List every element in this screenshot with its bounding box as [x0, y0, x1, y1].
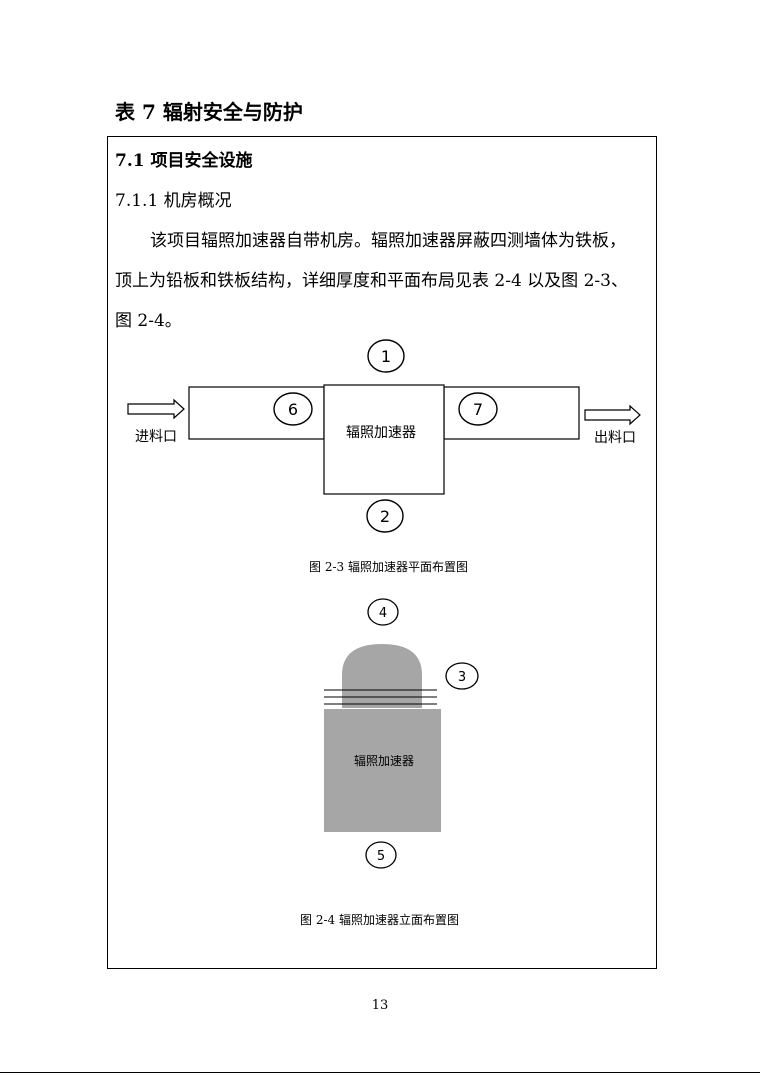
outlet-arrow-icon: [584, 404, 641, 426]
svg-text:3: 3: [458, 670, 466, 685]
inlet-arrow-icon: [127, 398, 185, 420]
accelerator-body-label: 辐照加速器: [354, 753, 414, 768]
section-heading: 7.1 项目安全设施: [115, 151, 253, 171]
svg-text:7: 7: [473, 400, 483, 419]
marker-2: 2: [366, 499, 404, 533]
accelerator-body: [324, 709, 441, 832]
accelerator-block: [323, 384, 445, 495]
marker-7: 7: [458, 392, 498, 426]
outlet-label: 出料口: [594, 430, 636, 446]
marker-6: 6: [273, 392, 313, 426]
paragraph-line-2: 顶上为铅板和铁板结构，详细厚度和平面布局见表 2-4 以及图 2-3、: [115, 271, 628, 291]
svg-text:1: 1: [381, 347, 391, 366]
inlet-label: 进料口: [135, 429, 177, 445]
page-number: 13: [371, 998, 389, 1013]
accelerator-label: 辐照加速器: [346, 425, 416, 441]
figure-2-4-caption: 图 2-4 辐照加速器立面布置图: [300, 913, 459, 927]
plan-layout-diagram: 1 辐照加速器 6 7 进料口 出料口 2: [127, 339, 641, 533]
marker-5: 5: [365, 841, 397, 869]
marker-3: 3: [445, 662, 479, 690]
svg-text:4: 4: [379, 606, 387, 621]
paragraph-line-3: 图 2-4。: [115, 311, 182, 331]
content-frame: [107, 136, 657, 969]
svg-text:5: 5: [377, 849, 385, 864]
svg-text:6: 6: [288, 400, 298, 419]
paragraph-line-1: 该项目辐照加速器自带机房。辐照加速器屏蔽四测墙体为铁板，: [150, 231, 626, 251]
svg-text:2: 2: [380, 507, 390, 526]
marker-1: 1: [367, 339, 405, 373]
bottom-rule: [0, 1072, 760, 1073]
accelerator-dome: [342, 644, 422, 708]
figure-2-3-caption: 图 2-3 辐照加速器平面布置图: [309, 560, 468, 574]
subsection-heading: 7.1.1 机房概况: [115, 191, 232, 211]
table-title: 表 7 辐射安全与防护: [115, 100, 303, 124]
elevation-layout-diagram: 4 辐照加速器 3 5: [324, 598, 479, 869]
marker-4: 4: [367, 598, 399, 626]
